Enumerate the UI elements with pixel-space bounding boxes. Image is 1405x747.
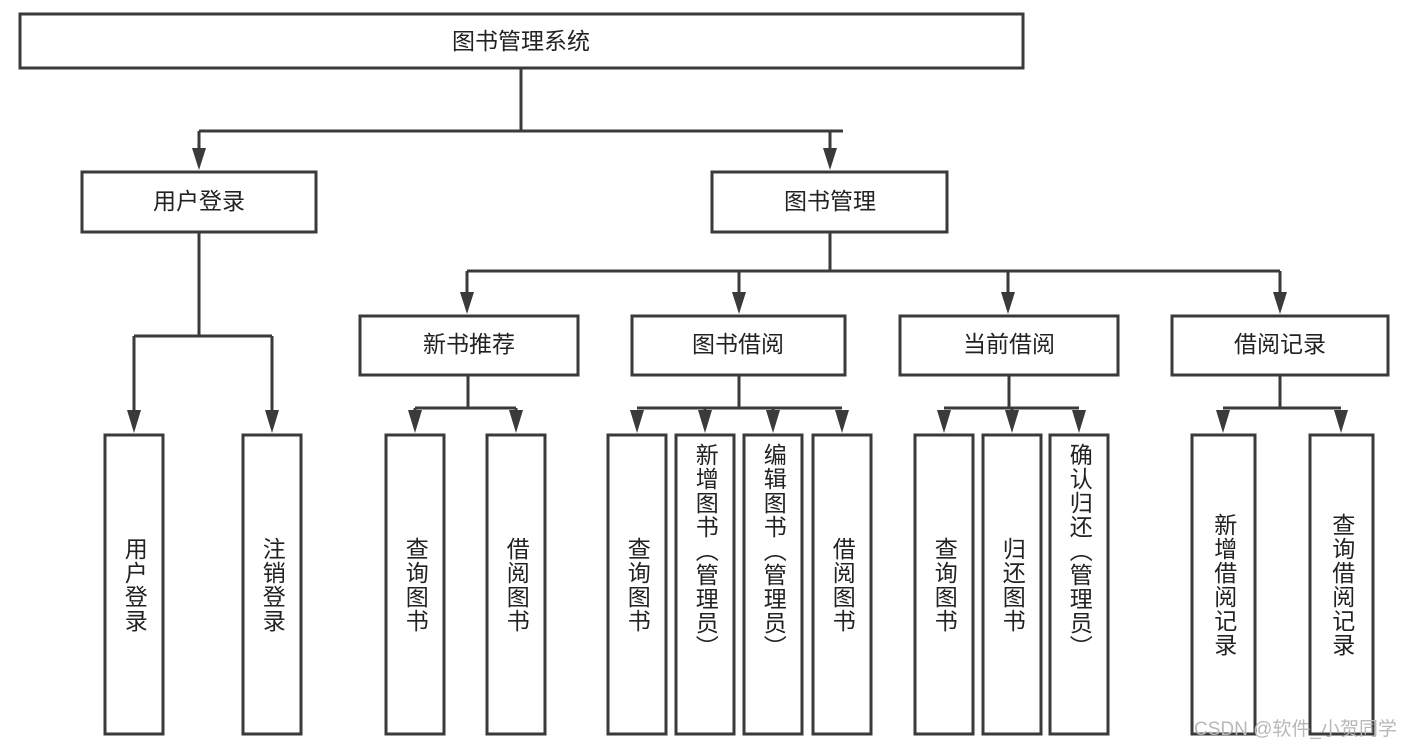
arrowhead-book-borrow (732, 292, 746, 314)
leaf-borrow-book-recommend-rect[interactable] (485, 433, 547, 736)
node-current-borrow-rect[interactable] (898, 314, 1120, 377)
arrowhead-leaf-borrow-book (835, 410, 849, 433)
leaf-query-book-recommend-rect[interactable] (384, 433, 446, 736)
node-book-borrow-label: 图书借阅 (692, 331, 784, 357)
leaf-user-login-rect[interactable] (103, 433, 165, 736)
arrowhead-leaf-add-book (698, 410, 712, 433)
arrowhead-book-management (823, 148, 837, 170)
arrowhead-leaf-query-book-recommend (408, 410, 422, 433)
leaf-add-borrow-record-rect[interactable] (1190, 433, 1257, 736)
edges-user-login-to-leaves (127, 232, 279, 433)
node-root-rect[interactable] (18, 12, 1025, 70)
leaf-add-book-rect[interactable] (674, 433, 736, 736)
node-new-book-recommend-rect[interactable] (358, 314, 580, 377)
leaf-return-book-rect[interactable] (981, 433, 1043, 736)
leaf-borrow-book-rect[interactable] (811, 433, 873, 736)
node-current-borrow-label: 当前借阅 (963, 331, 1055, 357)
arrowhead-leaf-return-book (1005, 410, 1019, 433)
edges-book-borrow-to-leaves (630, 375, 849, 433)
watermark-text: CSDN @软件_小贺同学 (1194, 719, 1397, 740)
node-book-management-rect[interactable] (710, 170, 949, 234)
edges-book-management-to-level3 (460, 232, 1287, 314)
node-root[interactable]: 图书管理系统 (18, 12, 1025, 70)
node-user-login[interactable]: 用户登录 (80, 170, 318, 234)
node-borrow-record-rect[interactable] (1170, 314, 1390, 377)
arrowhead-borrow-record (1273, 292, 1287, 314)
edges-current-borrow-to-leaves (937, 375, 1086, 433)
node-user-login-label: 用户登录 (153, 188, 245, 214)
edges-borrow-record-to-leaves (1216, 375, 1348, 433)
node-borrow-record[interactable]: 借阅记录 (1170, 314, 1390, 377)
node-new-book-recommend-label: 新书推荐 (423, 331, 515, 357)
node-user-login-rect[interactable] (80, 170, 318, 234)
leaf-logout-rect[interactable] (241, 433, 303, 736)
node-book-management[interactable]: 图书管理 (710, 170, 949, 234)
leaf-query-book-borrow-rect[interactable] (606, 433, 668, 736)
node-book-management-label: 图书管理 (784, 188, 876, 214)
leaf-edit-book-rect[interactable] (742, 433, 804, 736)
arrowhead-leaf-user-login (127, 410, 141, 433)
arrowhead-leaf-borrow-book-recommend (509, 410, 523, 433)
leaf-rects (103, 433, 1375, 736)
arrowhead-leaf-add-borrow-record (1216, 410, 1230, 433)
node-borrow-record-label: 借阅记录 (1234, 331, 1326, 357)
edges-new-book-recommend-to-leaves (408, 375, 523, 433)
arrowhead-leaf-query-borrow-record (1334, 410, 1348, 433)
arrowhead-leaf-query-book-current (937, 410, 951, 433)
edges-root-to-level2 (192, 68, 843, 170)
arrowhead-new-book-recommend (460, 292, 474, 314)
node-new-book-recommend[interactable]: 新书推荐 (358, 314, 580, 377)
arrowhead-leaf-confirm-return (1072, 410, 1086, 433)
leaf-query-borrow-record-rect[interactable] (1308, 433, 1375, 736)
node-book-borrow-rect[interactable] (630, 314, 847, 377)
arrowhead-leaf-logout (265, 410, 279, 433)
node-root-label: 图书管理系统 (452, 28, 590, 54)
arrowhead-leaf-query-book-borrow (630, 410, 644, 433)
arrowhead-leaf-edit-book (766, 410, 780, 433)
arrowhead-user-login (192, 148, 206, 170)
node-current-borrow[interactable]: 当前借阅 (898, 314, 1120, 377)
arrowhead-current-borrow (1001, 292, 1015, 314)
node-book-borrow[interactable]: 图书借阅 (630, 314, 847, 377)
leaf-confirm-return-rect[interactable] (1048, 433, 1110, 736)
leaf-query-book-current-rect[interactable] (913, 433, 975, 736)
